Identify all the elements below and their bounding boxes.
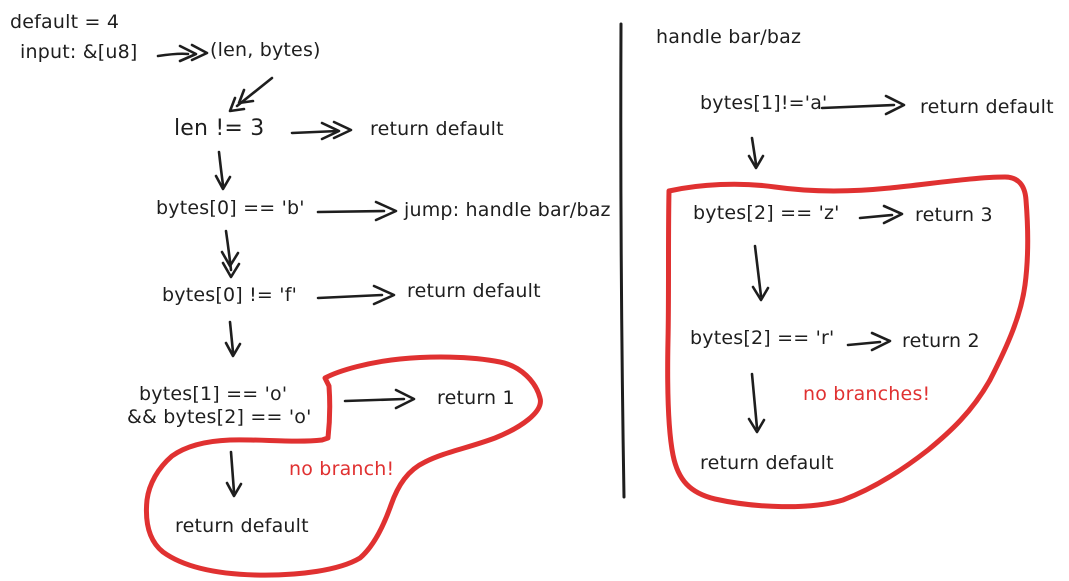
arrow-f-branch — [316, 293, 384, 300]
section-title-right: handle bar/baz — [656, 26, 802, 48]
highlight-blob-left — [143, 354, 543, 578]
constant-label: default = 4 — [10, 11, 120, 33]
arrow-z-branch — [858, 213, 894, 220]
arrow-a-branch — [820, 103, 896, 110]
input-label: input: &[u8] — [20, 41, 138, 63]
flow-arrows-right — [747, 94, 906, 434]
branch-a-check: return default — [920, 96, 1054, 118]
arrow-a-down — [750, 136, 758, 166]
arrow-r-branch — [846, 340, 882, 347]
terminal-right: return default — [700, 452, 834, 474]
arrow-r-down — [750, 372, 759, 430]
condition-z-check: bytes[2] == 'z' — [693, 202, 840, 224]
branch-oo-check: return 1 — [437, 387, 515, 409]
arrow-terminal-down — [229, 450, 236, 494]
branch-f-check: return default — [407, 280, 541, 302]
arrow-f-down — [228, 320, 235, 354]
condition-oo-check-line1: bytes[1] == 'o' — [139, 383, 288, 405]
condition-len-check: len != 3 — [174, 116, 265, 141]
divider-line — [619, 22, 626, 499]
annotation-no-branches: no branches! — [803, 383, 931, 405]
arrow-len-branch — [290, 129, 340, 135]
arrow-input-to-tuple — [156, 52, 190, 58]
annotation-no-branch: no branch! — [289, 458, 395, 480]
terminal-left: return default — [175, 515, 309, 537]
branch-z-check: return 3 — [915, 204, 993, 226]
arrow-len-down — [217, 150, 225, 187]
condition-a-check: bytes[1]!='a' — [700, 92, 828, 114]
arrow-z-down — [753, 244, 763, 298]
arrow-b-branch — [316, 209, 386, 214]
condition-oo-check-line2: && bytes[2] == 'o' — [127, 406, 312, 428]
arrow-oo-branch — [343, 397, 406, 403]
flow-arrows-left — [156, 43, 416, 498]
branch-b-check: jump: handle bar/baz — [404, 199, 611, 221]
condition-r-check: bytes[2] == 'r' — [690, 327, 835, 349]
condition-f-check: bytes[0] != 'f' — [162, 284, 298, 306]
branch-len-check: return default — [370, 118, 504, 140]
destructure-label: (len, bytes) — [210, 39, 321, 61]
branch-r-check: return 2 — [902, 330, 980, 352]
highlight-blob-right — [665, 174, 1031, 510]
condition-b-check: bytes[0] == 'b' — [156, 197, 305, 219]
